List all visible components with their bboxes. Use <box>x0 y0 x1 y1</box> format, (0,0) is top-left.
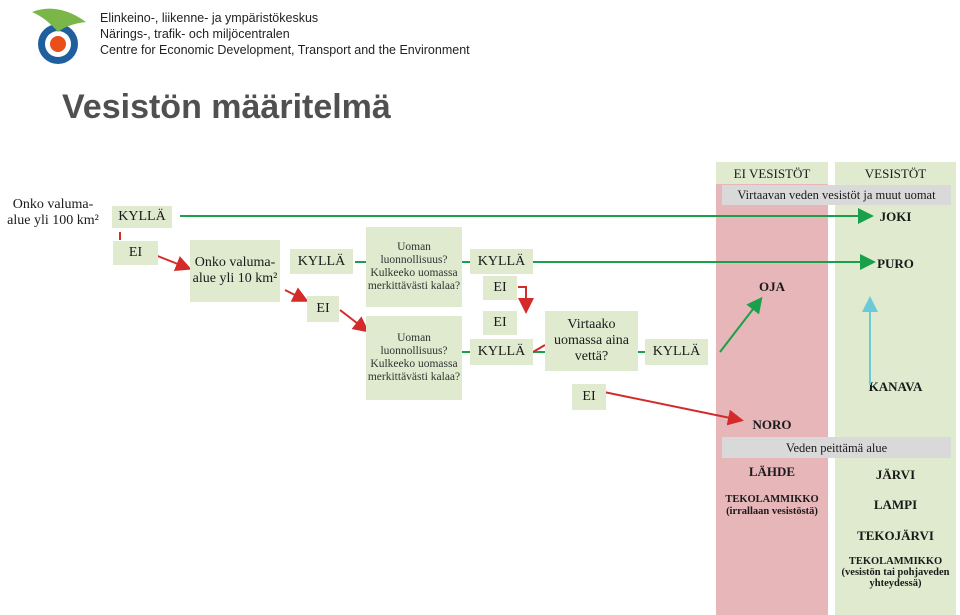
question-3-box: Uoman luonnollisuus? Kulkeeko uomassa me… <box>366 227 462 307</box>
still-header-band: Veden peittämä alue <box>722 437 951 458</box>
q1-yes-box: KYLLÄ <box>112 206 172 228</box>
arrow-no-3 <box>518 286 534 314</box>
question-2-box: Onko valuma-alue yli 10 km² <box>190 240 280 302</box>
q1-no-box: EI <box>113 241 158 265</box>
arrow-no-2 <box>284 287 309 302</box>
q3-no: EI <box>493 280 507 295</box>
q4-no: EI <box>493 315 507 330</box>
arrow-kyllä-oja <box>719 296 763 353</box>
q4-no-box: EI <box>483 311 517 335</box>
arrow-no-1b <box>154 254 192 272</box>
arrow-no-2b <box>339 309 370 333</box>
label-kanava: KANAVA <box>868 379 923 394</box>
q2-yes: KYLLÄ <box>297 253 346 269</box>
q5-no-box: EI <box>572 384 606 410</box>
label-jarvi: JÄRVI <box>875 467 916 482</box>
label-oja: OJA <box>759 279 785 294</box>
q2-no: EI <box>316 301 330 316</box>
q2-yes-box: KYLLÄ <box>290 249 353 274</box>
label-tekojarvi: TEKOJÄRVI <box>857 528 934 543</box>
label-noro: NORO <box>752 417 792 432</box>
q1-yes: KYLLÄ <box>118 209 166 224</box>
label-tekolammikko-yhteys: TEKOLAMMIKKO (vesistön tai pohjaveden yh… <box>841 556 950 589</box>
arrow-no-4 <box>532 344 546 353</box>
label-puro: PURO <box>877 256 914 271</box>
question-5-box: Virtaako uomassa aina vettä? <box>545 311 638 371</box>
q3-yes-box: KYLLÄ <box>470 249 533 274</box>
q3-yes: KYLLÄ <box>477 253 526 269</box>
q3-no-box: EI <box>483 276 517 300</box>
ei-vesistot-column <box>716 162 828 615</box>
ei-vesistot-header: EI VESISTÖT <box>733 166 811 181</box>
vesistot-header: VESISTÖT <box>864 166 927 181</box>
vesistot-column <box>835 162 956 615</box>
arrow-no-5 <box>603 391 744 426</box>
org-line-3: Centre for Economic Development, Transpo… <box>100 43 470 57</box>
question-4: Uoman luonnollisuus? Kulkeeko uomassa me… <box>367 332 461 383</box>
flowing-header: Virtaavan veden vesistöt ja muut uomat <box>737 188 936 202</box>
label-lampi: LAMPI <box>873 497 918 512</box>
q5-no: EI <box>582 389 596 404</box>
question-3: Uoman luonnollisuus? Kulkeeko uomassa me… <box>367 241 461 292</box>
org-line-2: Närings-, trafik- och miljöcentralen <box>100 27 290 41</box>
question-5: Virtaako uomassa aina vettä? <box>553 317 630 364</box>
label-joki: JOKI <box>879 209 912 224</box>
q1-no: EI <box>128 245 143 260</box>
flowing-header-band: Virtaavan veden vesistöt ja muut uomat <box>722 185 951 205</box>
q5-yes: KYLLÄ <box>652 344 701 359</box>
ei-vesistot-header-bg <box>716 162 828 184</box>
q4-yes: KYLLÄ <box>477 344 526 359</box>
q2-no-box: EI <box>307 296 339 322</box>
still-header: Veden peittämä alue <box>785 440 888 455</box>
label-lahde: LÄHDE <box>748 464 796 479</box>
org-line-1: Elinkeino-, liikenne- ja ympäristökeskus <box>100 11 319 25</box>
q4-yes-box: KYLLÄ <box>470 339 533 365</box>
logo-icon <box>32 8 86 64</box>
logo <box>28 4 92 66</box>
question-1: Onko valuma-alue yli 100 km² <box>7 197 99 228</box>
q5-yes-box: KYLLÄ <box>645 339 708 365</box>
question-4-box: Uoman luonnollisuus? Kulkeeko uomassa me… <box>366 316 462 400</box>
page-title: Vesistön määritelmä <box>62 88 391 126</box>
question-2: Onko valuma-alue yli 10 km² <box>192 255 278 286</box>
label-tekolammikko-irrallaan: TEKOLAMMIKKO (irrallaan vesistöstä) <box>725 494 819 517</box>
question-1-box: Onko valuma-alue yli 100 km² <box>5 187 101 239</box>
